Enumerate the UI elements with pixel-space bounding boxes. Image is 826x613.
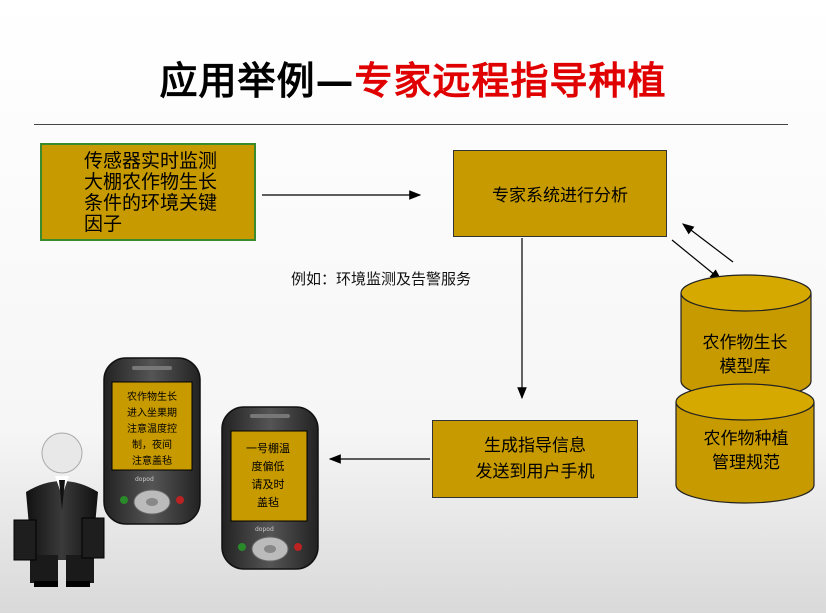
advice-box-text: 生成指导信息 发送到用户手机	[476, 433, 595, 485]
planting-standards-label: 农作物种植 管理规范	[676, 427, 816, 475]
sensor-box-text: 传感器实时监测 大棚农作物生长 条件的环境关键 因子	[84, 151, 217, 235]
svg-text:dopod: dopod	[255, 526, 274, 533]
expert-box-text: 专家系统进行分析	[492, 181, 628, 206]
phone-2-message: 一号棚温 度偏低 请及时 盖毡	[236, 440, 300, 512]
example-label: 例如：环境监测及告警服务	[291, 268, 471, 289]
phone-1-message: 农作物生长 进入坐果期 注意温度控 制，夜间 注意盖毡	[117, 390, 187, 470]
arrow-expert-to-db	[672, 240, 721, 280]
expert-system-box: 专家系统进行分析	[453, 150, 667, 237]
arrow-db-to-expert	[683, 224, 733, 262]
sensor-monitoring-box: 传感器实时监测 大棚农作物生长 条件的环境关键 因子	[40, 143, 256, 241]
businessman-figure	[14, 433, 104, 587]
svg-text:dopod: dopod	[135, 476, 154, 483]
advice-generation-box: 生成指导信息 发送到用户手机	[432, 420, 638, 498]
model-library-label: 农作物生长 模型库	[680, 331, 810, 379]
